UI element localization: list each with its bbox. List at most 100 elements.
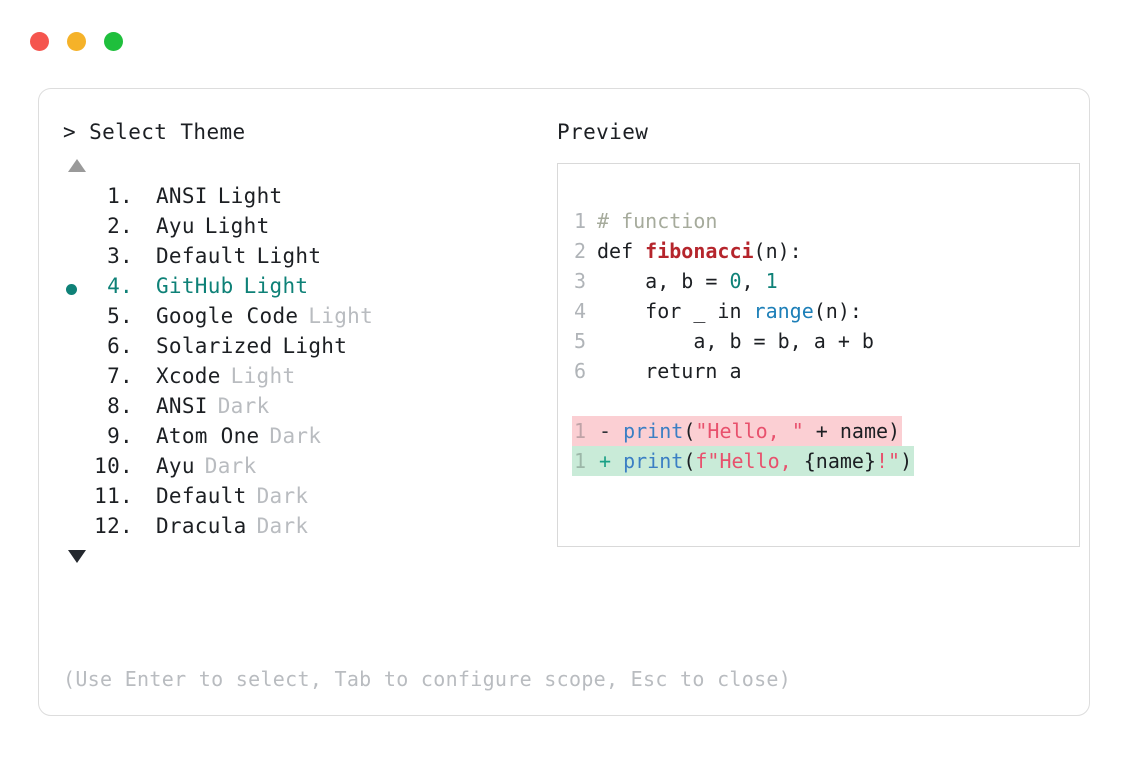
line-number: 1	[573, 209, 586, 233]
code-line: 1 # function	[572, 206, 914, 236]
code-token: return a	[597, 359, 742, 383]
line-number: 1	[572, 446, 597, 476]
theme-item-variant: Dark	[217, 394, 270, 418]
code-text: def fibonacci(n):	[597, 236, 802, 266]
index-spacer	[133, 274, 156, 298]
theme-item-index: 12.	[94, 514, 133, 538]
code-line: 5 a, b = b, a + b	[572, 326, 914, 356]
theme-item-name: Xcode	[155, 364, 221, 388]
theme-item-name: Default	[155, 244, 247, 268]
index-spacer	[133, 484, 156, 508]
line-number: 6	[573, 359, 586, 383]
selection-indicator	[63, 184, 89, 214]
theme-item-variant: Dark	[204, 454, 257, 478]
triangle-down-icon[interactable]	[68, 550, 86, 563]
close-window-button[interactable]	[30, 32, 49, 51]
theme-item-index: 4.	[107, 274, 133, 298]
selection-indicator	[63, 274, 89, 304]
index-spacer	[133, 514, 156, 538]
theme-item-index: 8.	[107, 394, 133, 418]
code-token: a, b = b, a + b	[597, 329, 874, 353]
code-token: ,	[741, 269, 766, 293]
index-spacer	[133, 214, 156, 238]
theme-item-index: 11.	[94, 484, 133, 508]
line-number: 4	[573, 299, 586, 323]
code-text: for _ in range(n):	[597, 296, 862, 326]
theme-item-variant: Light	[243, 274, 309, 298]
selected-bullet-icon	[66, 283, 77, 295]
theme-item-name: Atom One	[155, 424, 260, 448]
theme-item-index: 2.	[107, 214, 133, 238]
keyboard-hint: (Use Enter to select, Tab to configure s…	[63, 667, 792, 691]
code-line: 6 return a	[572, 356, 914, 386]
theme-item-index: 10.	[94, 454, 133, 478]
theme-list-item[interactable]: 10. Ayu Dark	[63, 454, 533, 484]
code-token: (	[683, 449, 696, 473]
diff-marker: -	[599, 419, 624, 443]
theme-item-variant: Dark	[269, 424, 322, 448]
index-spacer	[133, 394, 156, 418]
theme-item-name: ANSI	[155, 394, 208, 418]
theme-item-name: Dracula	[155, 514, 247, 538]
selection-indicator	[63, 514, 89, 544]
index-spacer	[133, 304, 156, 328]
minimize-window-button[interactable]	[67, 32, 86, 51]
code-text: - print("Hello, " + name)	[597, 416, 903, 446]
theme-item-variant: Light	[282, 334, 348, 358]
selection-indicator	[63, 424, 89, 454]
theme-item-index: 1.	[107, 184, 133, 208]
index-spacer	[133, 424, 156, 448]
diff-line: 1+ print(f"Hello, {name}!")	[572, 446, 915, 476]
panel-title-preview: Preview	[557, 120, 649, 144]
code-token: def	[597, 239, 646, 263]
theme-item-variant: Light	[230, 364, 296, 388]
index-spacer	[133, 184, 156, 208]
index-spacer	[133, 334, 156, 358]
code-token: !"	[875, 449, 901, 473]
code-token: 1	[765, 269, 778, 293]
theme-item-index: 7.	[107, 364, 133, 388]
maximize-window-button[interactable]	[104, 32, 123, 51]
selection-indicator	[63, 334, 89, 364]
theme-list-item[interactable]: 7. Xcode Light	[63, 364, 533, 394]
theme-item-variant: Dark	[256, 514, 309, 538]
code-text: # function	[597, 206, 717, 236]
theme-list-item[interactable]: 12. Dracula Dark	[63, 514, 533, 544]
code-token: # function	[597, 209, 718, 233]
index-spacer	[133, 244, 156, 268]
code-token: (	[683, 419, 696, 443]
code-text: return a	[597, 356, 742, 386]
selection-indicator	[63, 364, 89, 394]
theme-list-item[interactable]: 8. ANSI Dark	[63, 394, 533, 424]
triangle-up-icon[interactable]	[68, 159, 86, 172]
code-token: f"Hello,	[695, 449, 804, 473]
code-token: for _ in	[597, 299, 754, 323]
code-line: 4 for _ in range(n):	[572, 296, 914, 326]
code-token: (n):	[813, 299, 862, 323]
line-number: 3	[573, 269, 586, 293]
line-number: 1	[572, 416, 597, 446]
code-token: (n):	[753, 239, 802, 263]
selection-indicator	[63, 244, 89, 274]
theme-item-name: Ayu	[155, 454, 195, 478]
code-token: )	[900, 449, 913, 473]
theme-item-name: Ayu	[155, 214, 195, 238]
index-spacer	[133, 454, 156, 478]
theme-item-name: ANSI	[155, 184, 208, 208]
code-token: range	[753, 299, 814, 323]
code-token: fibonacci	[645, 239, 754, 263]
